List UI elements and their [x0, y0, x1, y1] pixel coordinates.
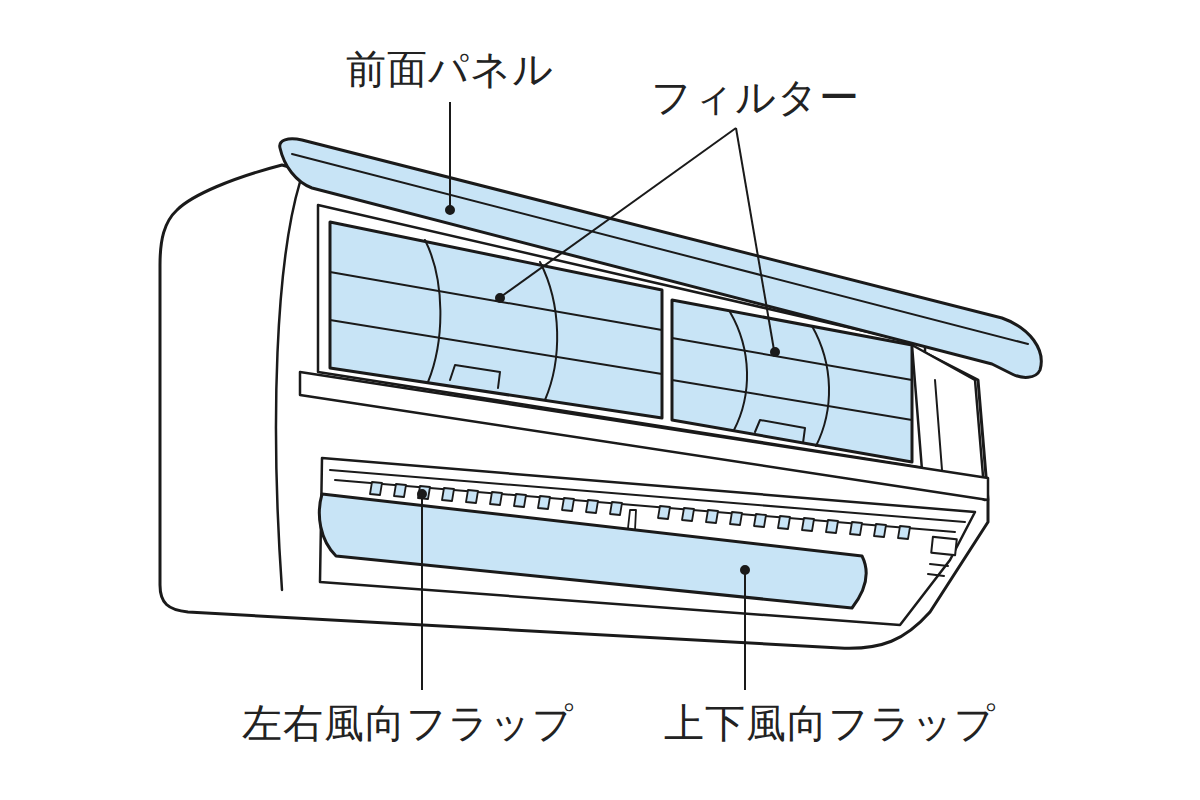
leader-lines [418, 102, 779, 690]
up-down-flap [319, 494, 866, 608]
air-outlet [320, 458, 975, 625]
housing-edge [276, 182, 300, 590]
part-name: 上下風向フラップ [664, 700, 996, 746]
display [931, 537, 957, 555]
front-panel [280, 139, 1042, 377]
part-name: 左右風向フラップ [242, 700, 574, 746]
part-name: フィルター [651, 74, 860, 120]
part-name: 前面パネル [346, 46, 554, 92]
